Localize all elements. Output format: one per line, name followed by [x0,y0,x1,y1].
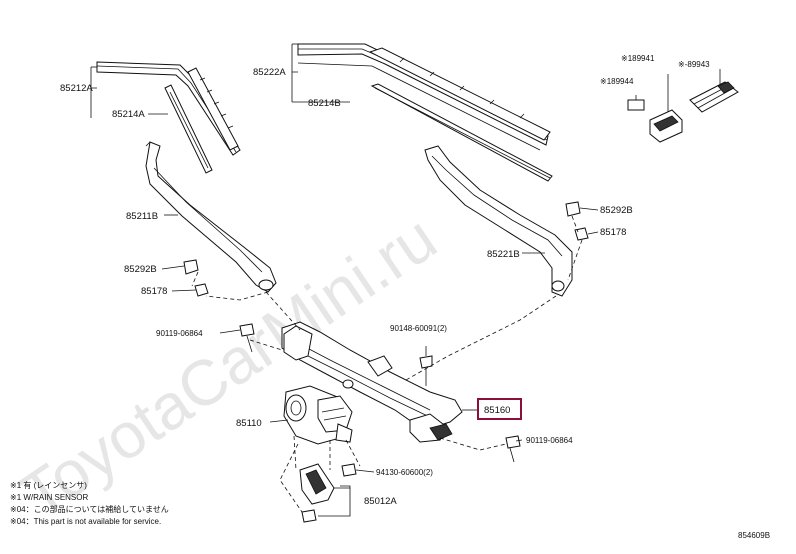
assembly-lines [191,215,583,513]
bolt-85012A[interactable] [301,509,317,523]
right-blade-rubber[interactable] [370,83,553,182]
label-85292B-left[interactable]: 85292B [124,264,157,275]
label-85110[interactable]: 85110 [236,418,262,429]
bolt-90148[interactable] [419,355,433,386]
label-85212A[interactable]: 85212A [60,83,93,94]
left-blade-rubber[interactable] [164,84,213,174]
rain-sensor-housing[interactable] [689,81,739,113]
label-85221B[interactable]: 85221B [487,249,520,260]
note-2: ※1 W/RAIN SENSOR [10,493,88,502]
nut-94130[interactable] [341,463,357,477]
label-85222A[interactable]: 85222A [253,67,286,78]
left-nut-85178[interactable] [194,283,209,297]
wiper-link-assembly[interactable] [281,321,463,443]
note-4: ※04：This part is not available for servi… [10,517,161,526]
label-189944[interactable]: ※189944 [600,77,634,86]
leader-lines [90,43,599,517]
label-85160[interactable]: 85160 [484,405,510,416]
wiper-motor[interactable] [283,385,353,445]
right-wiper-arm[interactable] [424,145,573,297]
motor-bracket-85012A[interactable] [299,463,335,505]
label-85211B[interactable]: 85211B [126,211,158,222]
label-94130[interactable]: 94130-60600(2) [376,468,433,477]
label-85012A[interactable]: 85012A [364,496,397,507]
label-189941[interactable]: ※189941 [621,54,655,63]
bolt-90119-left[interactable] [239,323,255,353]
diagram-code: 854609B [738,531,770,540]
right-wiper-blade[interactable] [297,43,551,151]
label-90119-left[interactable]: 90119-06864 [156,329,203,338]
rain-sensor-cover[interactable] [627,99,683,143]
note-1: ※1 有 (レインセンサ) [10,480,87,490]
right-nut-85178[interactable] [574,227,589,241]
label-85292B-right[interactable]: 85292B [600,205,633,216]
label-85178-left[interactable]: 85178 [141,286,167,297]
left-cap-85292B[interactable] [183,259,199,275]
label-90148[interactable]: 90148-60091(2) [390,324,447,333]
highlight-85160 [477,398,522,420]
note-3: ※04：この部品については補給していません [10,504,169,514]
label-85178-right[interactable]: 85178 [600,227,626,238]
left-wiper-arm[interactable] [145,141,277,293]
label-89943[interactable]: ※-89943 [678,60,710,69]
label-85214B[interactable]: 85214B [308,98,341,109]
bolt-90119-right[interactable] [505,435,521,463]
label-85214A[interactable]: 85214A [112,109,145,120]
label-90119-right[interactable]: 90119-06864 [526,436,573,445]
left-wiper-blade[interactable] [96,61,241,156]
right-cap-85292B[interactable] [565,201,581,217]
